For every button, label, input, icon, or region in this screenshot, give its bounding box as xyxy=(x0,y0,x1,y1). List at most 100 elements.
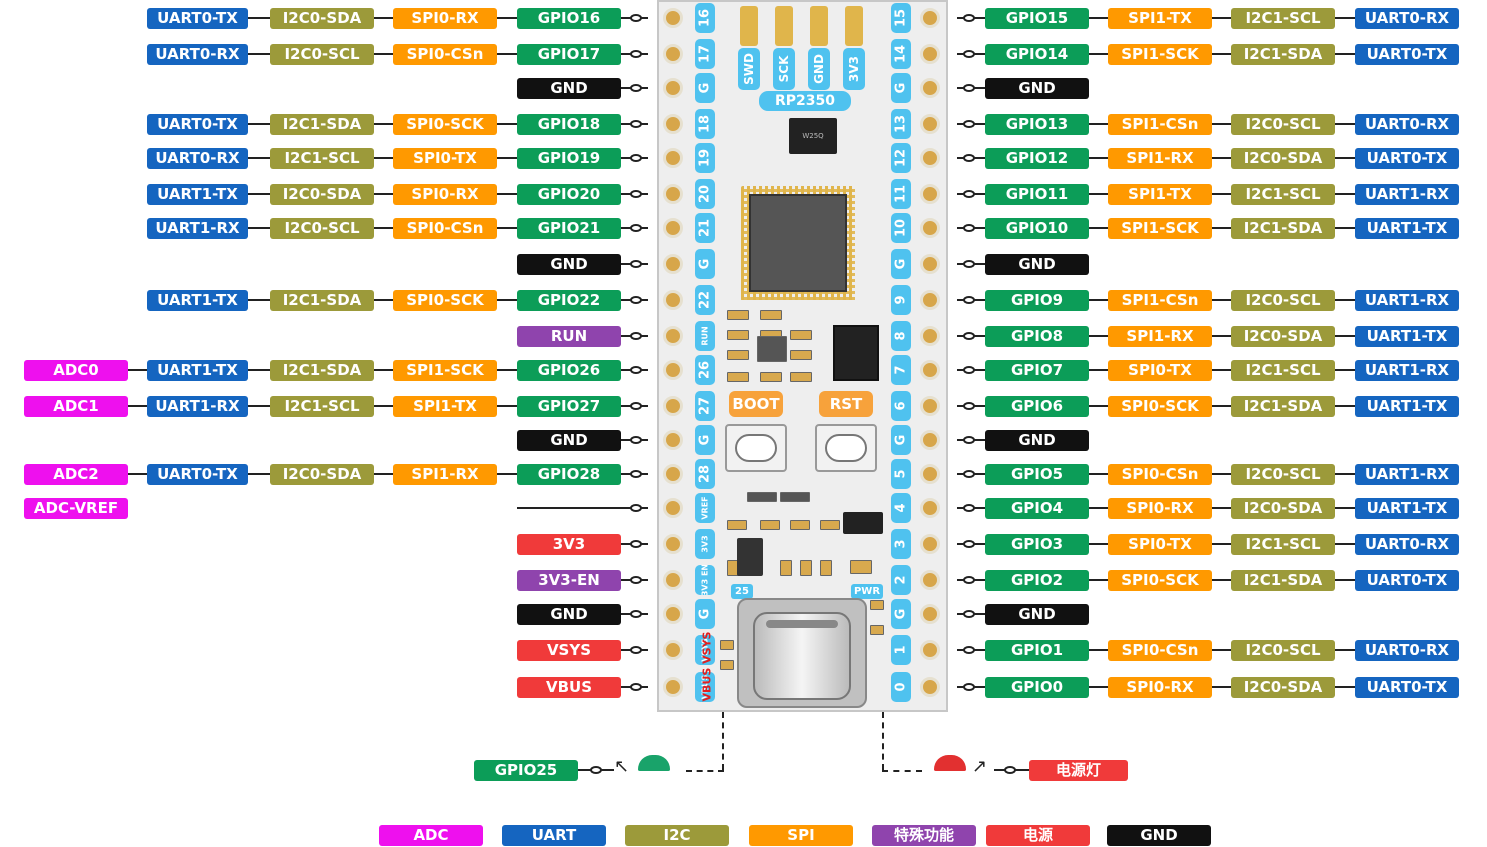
connector-end xyxy=(963,260,975,268)
pin-label-i2c0-sda: I2C0-SDA xyxy=(1231,498,1335,519)
connector-end xyxy=(1004,766,1016,774)
smd-component xyxy=(727,330,749,340)
pin-label-3v3-en: 3V3-EN xyxy=(517,570,621,591)
connector-end xyxy=(963,540,975,548)
connector-end xyxy=(963,576,975,584)
pin-pad xyxy=(663,148,683,168)
pin-number-text: 17 xyxy=(697,44,713,64)
legend-i2c: I2C xyxy=(625,825,729,846)
pin-label-spi1-rx: SPI1-RX xyxy=(1108,326,1212,347)
pin-pad xyxy=(663,677,683,697)
led-red-icon xyxy=(934,755,966,771)
pin-pad xyxy=(920,326,940,346)
pin-pad xyxy=(663,464,683,484)
pin-label-spi0-csn: SPI0-CSn xyxy=(393,44,497,65)
pin-number-text: 10 xyxy=(893,218,909,238)
pin-pad xyxy=(663,218,683,238)
smd-component xyxy=(790,350,812,360)
connector-end xyxy=(963,402,975,410)
pin-number-text: 4 xyxy=(893,503,909,513)
pin-pad xyxy=(663,360,683,380)
pin-number-26: 26 xyxy=(695,355,715,385)
pin-label-spi0-sck: SPI0-SCK xyxy=(1108,570,1212,591)
pin-label-i2c0-sda: I2C0-SDA xyxy=(270,8,374,29)
smd-component xyxy=(870,625,884,635)
pin-label-spi0-tx: SPI0-TX xyxy=(1108,534,1212,555)
pin-number-text: 11 xyxy=(893,184,909,204)
pin-pad xyxy=(920,78,940,98)
pin-label-i2c0-scl: I2C0-SCL xyxy=(270,44,374,65)
debug-pin-swd: SWD xyxy=(738,48,760,90)
pin-number-3v3-en: 3V3 EN xyxy=(695,565,715,595)
pin-pad xyxy=(920,8,940,28)
connector-end xyxy=(963,683,975,691)
debug-pin-sck: SCK xyxy=(773,48,795,90)
pin-number-16: 16 xyxy=(695,3,715,33)
led-label-25: 25 xyxy=(731,584,753,599)
pin-label-i2c0-scl: I2C0-SCL xyxy=(1231,290,1335,311)
pin-label-gpio9: GPIO9 xyxy=(985,290,1089,311)
pin-label-spi0-csn: SPI0-CSn xyxy=(1108,464,1212,485)
pin-label-uart1-rx: UART1-RX xyxy=(1355,360,1459,381)
pin-label-uart1-tx: UART1-TX xyxy=(147,290,248,311)
pin-label-uart0-tx: UART0-TX xyxy=(147,114,248,135)
button-cap xyxy=(825,434,867,462)
pin-label-uart0-rx: UART0-RX xyxy=(1355,640,1459,661)
pin-label-run: RUN xyxy=(517,326,621,347)
pin-number-text: 0 xyxy=(893,682,909,692)
pin-label-spi1-rx: SPI1-RX xyxy=(393,464,497,485)
pin-label-uart0-tx: UART0-TX xyxy=(147,8,248,29)
debug-pin-pad xyxy=(810,6,828,46)
pin-label-gpio16: GPIO16 xyxy=(517,8,621,29)
pin-label-uart0-rx: UART0-RX xyxy=(1355,534,1459,555)
pin-label-3v3: 3V3 xyxy=(517,534,621,555)
pin-pad xyxy=(663,534,683,554)
mcu-chip xyxy=(749,194,847,292)
smd-component xyxy=(760,310,782,320)
smd-component xyxy=(760,520,780,530)
connector-end xyxy=(630,610,642,618)
debug-pin-3v3: 3V3 xyxy=(843,48,865,90)
transistor-component xyxy=(843,512,883,534)
light-rays-icon: ↗ xyxy=(972,756,988,777)
connector-end xyxy=(963,296,975,304)
pin-number-2: 2 xyxy=(891,565,911,595)
vbus-vsys-text: VBUS VSYS xyxy=(700,631,714,702)
connector-end xyxy=(630,436,642,444)
connector-end xyxy=(590,766,602,774)
pin-label-spi0-tx: SPI0-TX xyxy=(393,148,497,169)
pin-label-i2c1-sda: I2C1-SDA xyxy=(1231,396,1335,417)
pin-label-gpio17: GPIO17 xyxy=(517,44,621,65)
button-label-rst: RST xyxy=(819,391,873,417)
pin-label-gpio22: GPIO22 xyxy=(517,290,621,311)
pin-label-spi1-sck: SPI1-SCK xyxy=(1108,218,1212,239)
led-label-pwr: PWR xyxy=(851,584,883,599)
connector-end xyxy=(630,120,642,128)
pin-number-18: 18 xyxy=(695,109,715,139)
pin-pad xyxy=(663,326,683,346)
pin-number-text: G xyxy=(893,258,909,270)
pin-label-gpio10: GPIO10 xyxy=(985,218,1089,239)
pin-label-gnd: GND xyxy=(517,430,621,451)
pin-label-spi1-sck: SPI1-SCK xyxy=(1108,44,1212,65)
smd-component xyxy=(820,520,840,530)
pin-label-spi1-tx: SPI1-TX xyxy=(1108,8,1212,29)
legend-gnd: GND xyxy=(1107,825,1211,846)
pin-label-i2c1-sda: I2C1-SDA xyxy=(1231,570,1335,591)
pin-label-i2c1-scl: I2C1-SCL xyxy=(1231,8,1335,29)
light-rays-icon: ↖ xyxy=(614,756,630,777)
pin-pad xyxy=(920,114,940,134)
pin-label-spi0-csn: SPI0-CSn xyxy=(393,218,497,239)
pin-label-gpio0: GPIO0 xyxy=(985,677,1089,698)
button-boot xyxy=(725,424,787,472)
pin-number-19: 19 xyxy=(695,143,715,173)
pin-label-vbus: VBUS xyxy=(517,677,621,698)
pin-pad xyxy=(663,640,683,660)
pin-label-uart1-rx: UART1-RX xyxy=(147,396,248,417)
debug-pin-text: 3V3 xyxy=(847,56,861,82)
connector-end xyxy=(630,540,642,548)
pin-label-spi0-tx: SPI0-TX xyxy=(1108,360,1212,381)
connector-end xyxy=(630,190,642,198)
pin-number-text: G xyxy=(697,434,713,446)
pin-label-spi1-tx: SPI1-TX xyxy=(393,396,497,417)
